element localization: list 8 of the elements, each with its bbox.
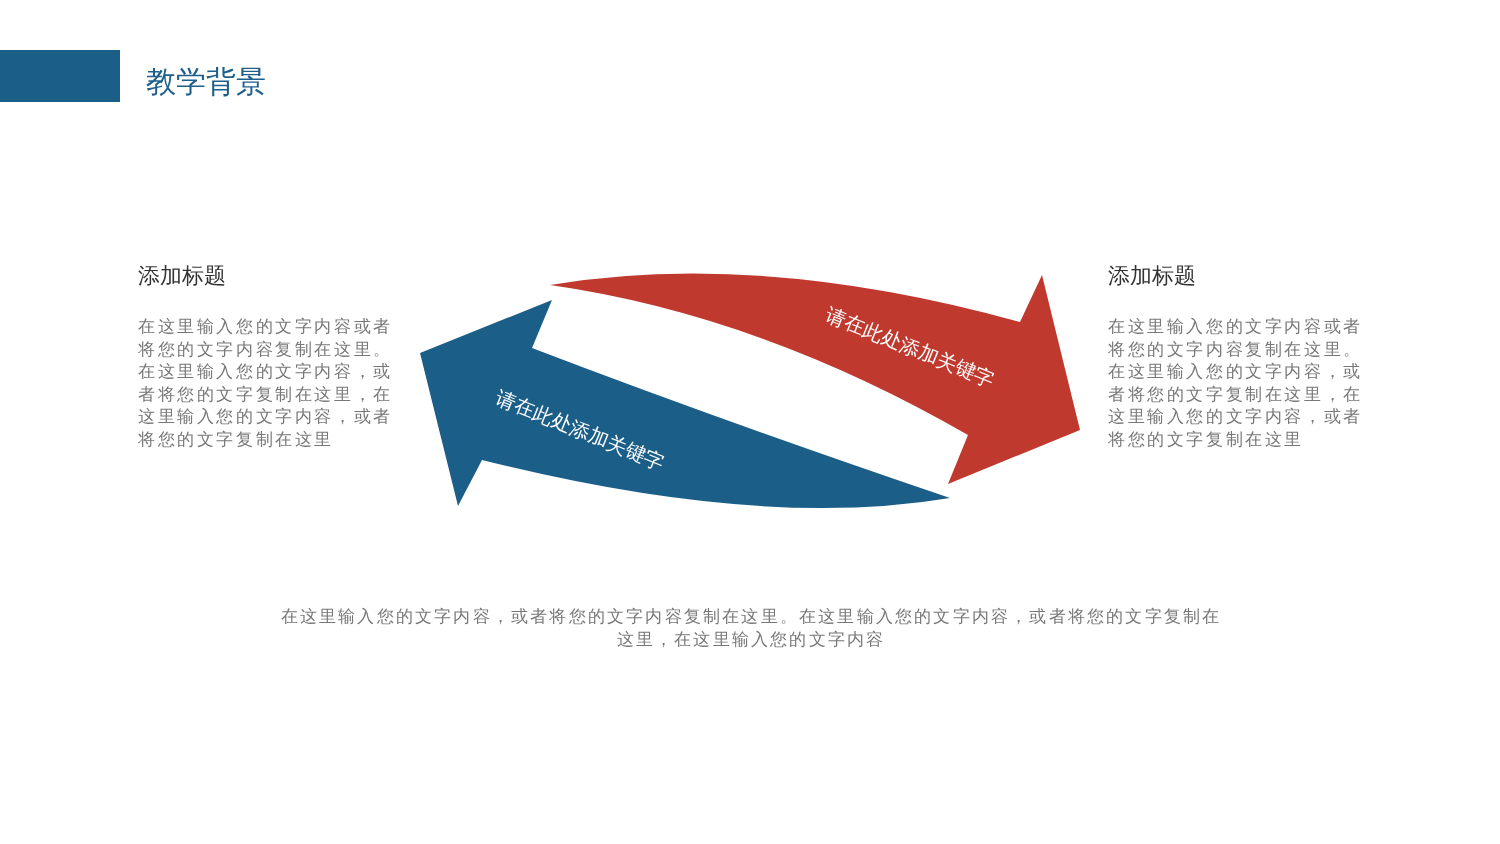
heading: 添加标题 <box>1108 262 1196 290</box>
body-text: 在这里输入您的文字内容或者将您的文字内容复制在这里。在这里输入您的文字内容，或者将您的文字复制在这里，在这里输入您的文字内容，或者将您的文字复制在这里 <box>138 315 394 451</box>
title: 教学背景 <box>146 63 266 101</box>
arrow-label: 请在此处添加关键字 <box>821 300 999 394</box>
arrow-label: 请在此处添加关键字 <box>491 383 669 477</box>
body-text: 在这里输入您的文字内容或者将您的文字内容复制在这里。在这里输入您的文字内容，或者将您的文字复制在这里，在这里输入您的文字内容，或者将您的文字复制在这里 <box>1108 315 1364 451</box>
note-text: 在这里输入您的文字内容，或者将您的文字内容复制在这里。在这里输入您的文字内容，或者将您的文字复制在这里，在这里输入您的文字内容 <box>279 605 1223 651</box>
heading: 添加标题 <box>138 262 226 290</box>
